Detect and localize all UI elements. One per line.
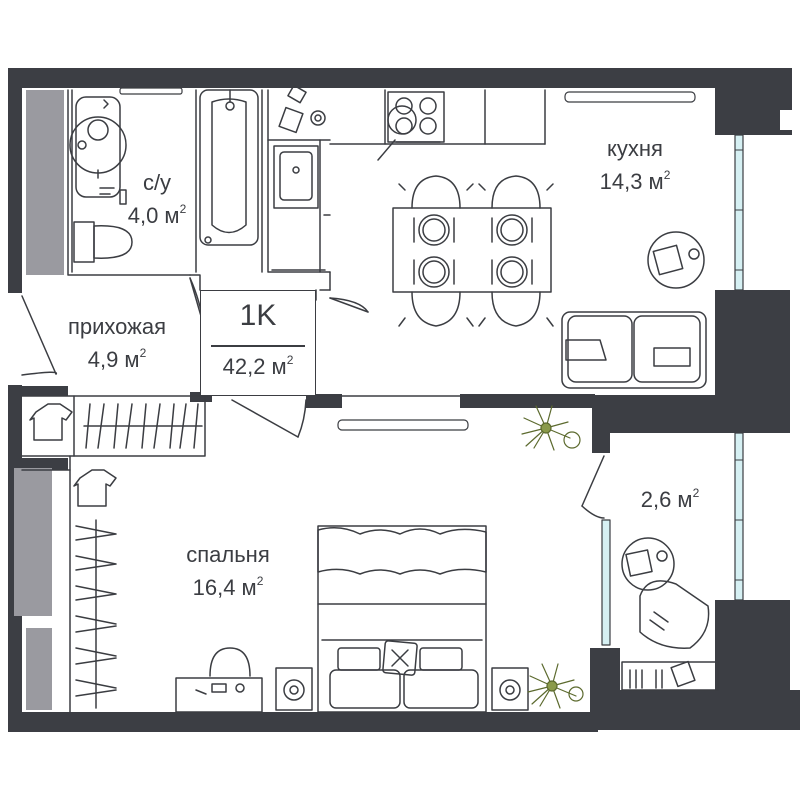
radiators: [119, 87, 696, 431]
room-label-balcony: 2,6 м2: [620, 480, 720, 513]
room-name: с/у: [142, 170, 172, 195]
room-area: 4,0 м2: [127, 202, 187, 228]
room-area: 2,6 м2: [640, 486, 700, 512]
apartment-total-area: 42,2 м2: [222, 353, 294, 379]
room-label-bedroom: спальня 16,4 м2: [158, 542, 298, 601]
divider: [211, 345, 305, 347]
partitions: [21, 89, 593, 713]
room-area: 16,4 м2: [192, 574, 264, 600]
room-label-kitchen: кухня 14,3 м2: [580, 136, 690, 195]
plant-icon: [521, 405, 584, 709]
bathroom-fixtures: [69, 89, 259, 263]
room-name: спальня: [186, 542, 270, 567]
balcony-fixtures: [621, 537, 719, 691]
room-area: 14,3 м2: [599, 168, 671, 194]
window-sills: [734, 149, 744, 581]
room-label-hallway: прихожая 4,9 м2: [42, 314, 192, 373]
bedroom-fixtures: [175, 525, 529, 713]
room-name: кухня: [607, 136, 663, 161]
doors: [21, 277, 605, 519]
room-name: прихожая: [67, 314, 167, 339]
windows: [601, 134, 744, 646]
wall-panels: [14, 90, 64, 710]
kitchen-fixtures: [271, 84, 707, 389]
apartment-type-badge: 1K 42,2 м2: [200, 290, 316, 396]
room-label-bathroom: с/у 4,0 м2: [112, 170, 202, 229]
room-area: 4,9 м2: [87, 346, 147, 372]
apartment-type-code: 1K: [239, 299, 277, 332]
outer-walls: [8, 68, 800, 732]
hallway-fixtures: [29, 403, 203, 709]
